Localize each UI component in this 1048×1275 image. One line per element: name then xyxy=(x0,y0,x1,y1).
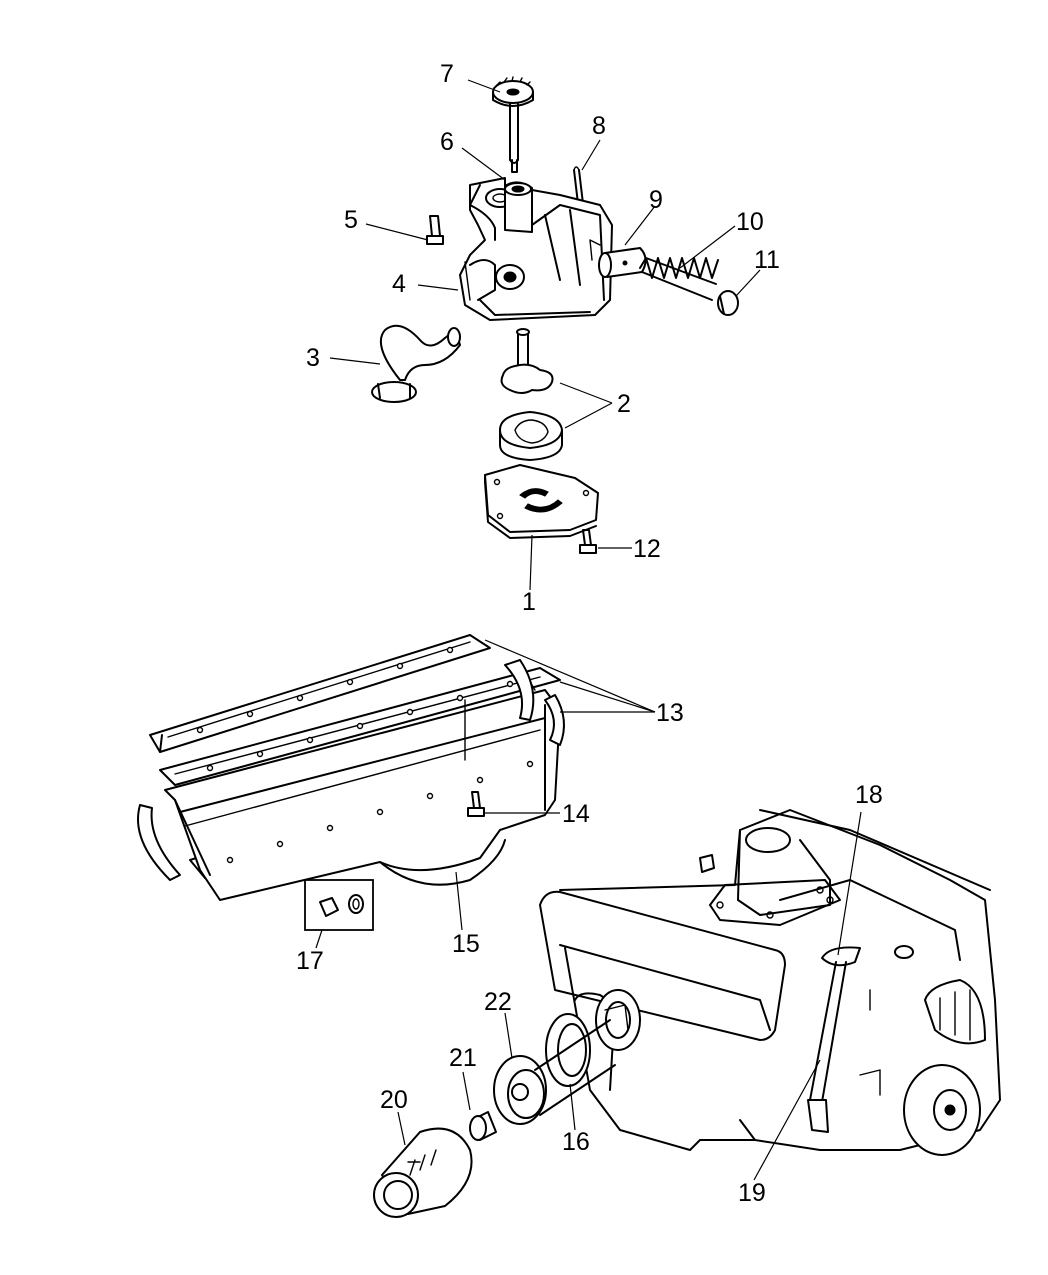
callout-17: 17 xyxy=(296,947,324,975)
inner-rotor-shaft xyxy=(500,328,554,394)
callout-20: 20 xyxy=(380,1086,408,1114)
drive-gear xyxy=(492,76,534,173)
gasket-bolt-holes xyxy=(196,646,534,864)
engine-block xyxy=(559,809,1001,1156)
callout-14: 14 xyxy=(562,800,590,828)
pan-end-seal-front xyxy=(137,804,181,881)
pan-bolt xyxy=(467,791,485,817)
callout-7: 7 xyxy=(440,60,454,88)
callout-19: 19 xyxy=(738,1179,766,1207)
cover-bolt xyxy=(579,529,597,554)
filter-fitting xyxy=(469,1111,497,1141)
callout-3: 3 xyxy=(306,344,320,372)
pan-end-seal-rear xyxy=(504,659,565,746)
oil-filter xyxy=(373,1127,473,1218)
filter-adapter-seal xyxy=(545,1013,591,1087)
callout-15: 15 xyxy=(452,930,480,958)
outer-rotor xyxy=(499,411,563,461)
callout-6: 6 xyxy=(440,128,454,156)
callout-10: 10 xyxy=(736,208,764,236)
callout-8: 8 xyxy=(592,112,606,140)
oil-pump-body xyxy=(459,177,613,321)
drain-plug-kit xyxy=(304,879,374,931)
dipstick xyxy=(807,946,861,1133)
callout-9: 9 xyxy=(649,186,663,214)
callout-22: 22 xyxy=(484,988,512,1016)
callout-5: 5 xyxy=(344,206,358,234)
callout-11: 11 xyxy=(754,246,780,274)
pump-cover-plate xyxy=(484,464,599,539)
callout-13: 13 xyxy=(656,699,684,727)
callout-4: 4 xyxy=(392,270,406,298)
oil-pan xyxy=(164,664,561,901)
filter-adapter xyxy=(493,1019,616,1125)
leader-lines xyxy=(315,79,862,1181)
relief-valve xyxy=(598,247,647,278)
callout-2: 2 xyxy=(617,390,631,418)
callout-21: 21 xyxy=(449,1044,477,1072)
callout-1: 1 xyxy=(522,588,536,616)
oil-pickup-tube xyxy=(371,324,461,403)
callout-16: 16 xyxy=(562,1128,590,1156)
mounting-bolt xyxy=(426,215,444,245)
callout-labels: 7 8 6 9 5 10 11 4 3 2 12 1 13 14 18 15 1… xyxy=(296,60,883,1207)
retainer-cap xyxy=(717,290,739,316)
valve-spring xyxy=(639,257,719,301)
oil-pan-gasket-upper xyxy=(149,634,491,753)
callout-12: 12 xyxy=(633,535,661,563)
callout-18: 18 xyxy=(855,781,883,809)
engine-oil-pan xyxy=(539,890,786,1151)
